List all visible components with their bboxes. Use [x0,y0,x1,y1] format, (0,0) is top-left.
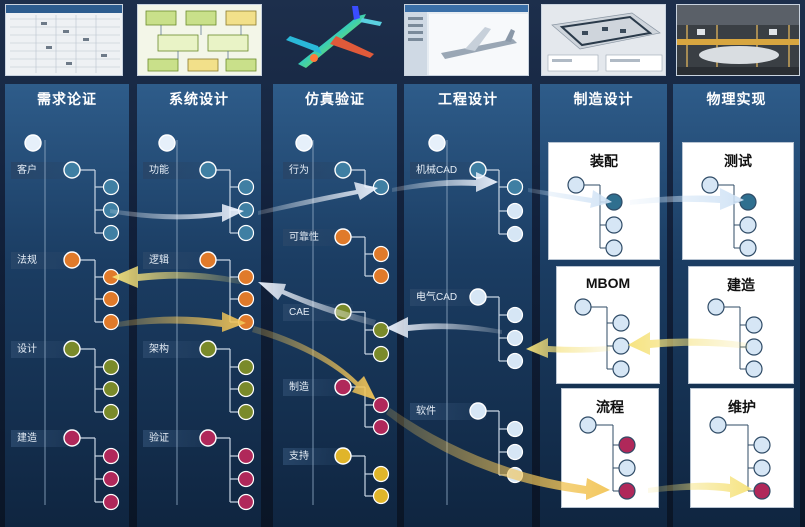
node-label-verification: 验证 [143,430,211,447]
column-title-simulation: 仿真验证 [305,91,365,107]
card-title-build: 建造 [727,277,755,293]
card-title-test: 测试 [724,153,752,169]
system-model-thumbnail [137,4,262,76]
node-label-construction: 建造 [11,430,79,447]
node-label-cae: CAE [283,304,353,321]
requirements-matrix-thumbnail [5,4,123,76]
node-label-reliability: 可靠性 [283,229,341,246]
node-label-customer: 客户 [11,162,79,179]
node-label-support: 支持 [283,448,341,465]
node-label-mechanical-cad: 机械CAD [410,162,486,179]
node-label-regulation: 法规 [11,252,79,269]
column-title-engineering-design: 工程设计 [438,91,498,107]
column-requirements [5,84,129,527]
node-label-software: 软件 [410,403,486,420]
cad-software-thumbnail [404,4,529,76]
node-label-logic: 逻辑 [143,252,211,269]
column-title-system-design: 系统设计 [169,91,229,107]
node-label-design: 设计 [11,341,79,358]
requirements-matrix-image [6,5,122,73]
system-model-image [145,10,257,72]
card-mbom: MBOM [556,266,660,384]
card-test: 测试 [682,142,794,260]
assembly-hangar-thumbnail [676,4,800,76]
cad-software-image [405,5,528,75]
card-process: 流程 [561,388,659,508]
card-build: 建造 [688,266,794,384]
column-title-physical-realization: 物理实现 [706,91,767,107]
factory-layout-thumbnail [541,4,666,76]
node-label-function: 功能 [143,162,211,179]
factory-layout-image [547,12,663,72]
card-title-maintenance: 维护 [728,399,756,415]
card-title-mbom: MBOM [585,275,631,291]
node-label-electrical-cad: 电气CAD [410,289,486,306]
node-label-behavior: 行为 [283,162,353,179]
column-system-design [137,84,261,527]
card-title-process: 流程 [596,399,624,415]
card-maintenance: 维护 [690,388,794,508]
node-label-manufacturing: 制造 [283,379,341,396]
column-title-manufacturing-design: 制造设计 [573,91,634,107]
aircraft-cfd-render [286,6,382,68]
card-title-assembly: 装配 [590,153,618,169]
card-assembly: 装配 [548,142,660,260]
assembly-hangar-image [677,5,799,75]
column-title-requirements: 需求论证 [37,91,97,107]
aircraft-simulation-image [278,2,388,78]
node-label-architecture: 架构 [143,341,211,358]
